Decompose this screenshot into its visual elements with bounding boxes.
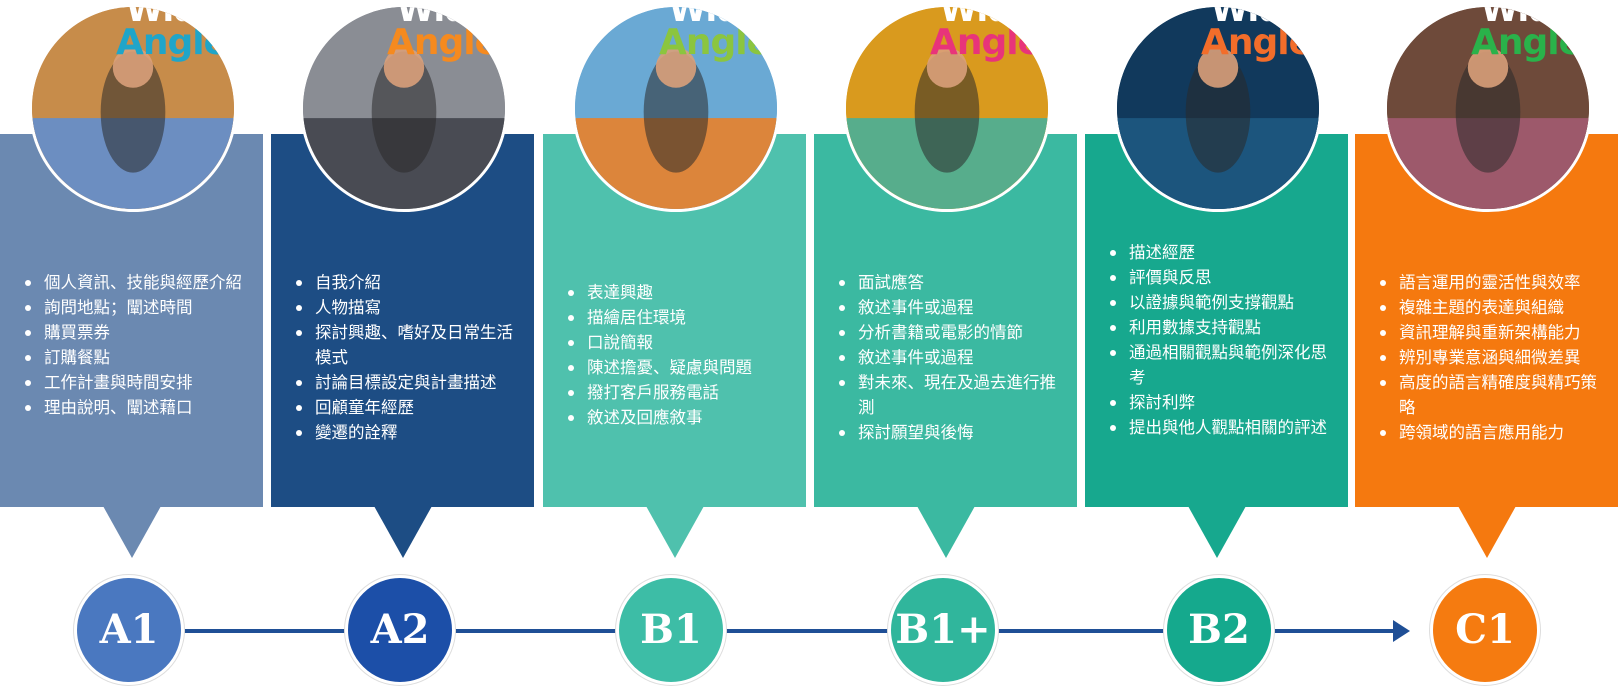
logo-word-top: Wide xyxy=(1211,4,1305,30)
skill-list-item: 對未來、現在及過去進行推測 xyxy=(839,370,1067,420)
skill-list-item: 變遷的詮釋 xyxy=(296,420,524,445)
skill-list-item: 跨領域的語言應用能力 xyxy=(1380,420,1608,445)
logo-word-top: Wide xyxy=(940,4,1034,30)
skill-list-item: 通過相關觀點與範例深化思考 xyxy=(1110,340,1338,390)
level-column-b2: 描述經歷評價與反思以證據與範例支撐觀點利用數據支持觀點通過相關觀點與範例深化思考… xyxy=(1085,0,1348,560)
skill-list-item: 撥打客戶服務電話 xyxy=(568,380,796,405)
cover-photo-scene xyxy=(32,7,234,209)
skill-list-item: 口說簡報 xyxy=(568,330,796,355)
skill-list-item: 高度的語言精確度與精巧策略 xyxy=(1380,370,1608,420)
skill-list-item: 理由說明、闡述藉口 xyxy=(25,395,253,420)
skill-list-item: 語言運用的靈活性與效率 xyxy=(1380,270,1608,295)
logo-word-bottom: Angle xyxy=(387,22,499,63)
logo-word-bottom: Angle xyxy=(1471,22,1583,63)
logo-word-bottom: Angle xyxy=(116,22,228,63)
skill-list-item: 探討願望與後悔 xyxy=(839,420,1067,445)
logo-word-top: Wide xyxy=(126,4,220,30)
skill-list: 語言運用的靈活性與效率複雜主題的表達與組織資訊理解與重新架構能力辨別專業意涵與細… xyxy=(1377,270,1608,445)
skill-list-item: 探討興趣、嗜好及日常生活模式 xyxy=(296,320,524,370)
skill-list-item: 討論目標設定與計畫描述 xyxy=(296,370,524,395)
level-badge: B2 xyxy=(1164,575,1274,685)
skill-list-item: 分析書籍或電影的情節 xyxy=(839,320,1067,345)
skill-list-item: 面試應答 xyxy=(839,270,1067,295)
logo-word-top: Wide xyxy=(397,4,491,30)
skill-list-item: 人物描寫 xyxy=(296,295,524,320)
skill-list-item: 表達興趣 xyxy=(568,280,796,305)
skill-list-item: 敘述事件或過程 xyxy=(839,345,1067,370)
skill-list-item: 辨別專業意涵與細微差異 xyxy=(1380,345,1608,370)
level-column-c1: 語言運用的靈活性與效率複雜主題的表達與組織資訊理解與重新架構能力辨別專業意涵與細… xyxy=(1355,0,1618,560)
skill-list-item: 個人資訊、技能與經歷介紹 xyxy=(25,270,253,295)
cover-photo-scene xyxy=(1117,7,1319,209)
panel-pointer xyxy=(917,506,975,558)
cover-photo-scene xyxy=(1387,7,1589,209)
logo-word-bottom: Angle xyxy=(930,22,1042,63)
skill-list-item: 描述經歷 xyxy=(1110,240,1338,265)
panel-pointer xyxy=(1188,506,1246,558)
logo-word-bottom: Angle xyxy=(1201,22,1313,63)
level-column-b1: 表達興趣描繪居住環境口說簡報陳述擔憂、疑慮與問題撥打客戶服務電話敘述及回應敘事 W… xyxy=(543,0,806,560)
skill-list-item: 提出與他人觀點相關的評述 xyxy=(1110,415,1338,440)
skill-list-item: 購買票券 xyxy=(25,320,253,345)
panel-pointer xyxy=(103,506,161,558)
skill-list-item: 以證據與範例支撐觀點 xyxy=(1110,290,1338,315)
logo-word-bottom: Angle xyxy=(659,22,771,63)
skill-list-item: 複雜主題的表達與組織 xyxy=(1380,295,1608,320)
skill-list-item: 回顧童年經歷 xyxy=(296,395,524,420)
skill-list-item: 工作計畫與時間安排 xyxy=(25,370,253,395)
logo-word-top: Wide xyxy=(1481,4,1575,30)
logo-word-top: Wide xyxy=(669,4,763,30)
skill-list-item: 訂購餐點 xyxy=(25,345,253,370)
timeline-line xyxy=(160,629,1400,633)
skill-list-item: 詢問地點；闡述時間 xyxy=(25,295,253,320)
skill-list-item: 陳述擔憂、疑慮與問題 xyxy=(568,355,796,380)
cover-photo-scene xyxy=(575,7,777,209)
skill-list-item: 資訊理解與重新架構能力 xyxy=(1380,320,1608,345)
level-column-a1: 個人資訊、技能與經歷介紹詢問地點；闡述時間購買票券訂購餐點工作計畫與時間安排理由… xyxy=(0,0,263,560)
level-badge: B1 xyxy=(616,575,726,685)
level-badge: B1+ xyxy=(888,575,998,685)
panel-pointer xyxy=(1458,506,1516,558)
skill-list-item: 評價與反思 xyxy=(1110,265,1338,290)
level-column-b1plus: 面試應答敘述事件或過程分析書籍或電影的情節敘述事件或過程對未來、現在及過去進行推… xyxy=(814,0,1077,560)
skill-list-item: 自我介紹 xyxy=(296,270,524,295)
skill-list-item: 利用數據支持觀點 xyxy=(1110,315,1338,340)
level-badge: A1 xyxy=(74,575,184,685)
skill-list: 表達興趣描繪居住環境口說簡報陳述擔憂、疑慮與問題撥打客戶服務電話敘述及回應敘事 xyxy=(565,280,796,430)
panel-pointer xyxy=(646,506,704,558)
timeline-arrowhead xyxy=(1393,620,1410,642)
skill-list-item: 描繪居住環境 xyxy=(568,305,796,330)
cover-photo-scene xyxy=(846,7,1048,209)
level-badge: C1 xyxy=(1430,575,1540,685)
skill-list-item: 敘述事件或過程 xyxy=(839,295,1067,320)
skill-list: 個人資訊、技能與經歷介紹詢問地點；闡述時間購買票券訂購餐點工作計畫與時間安排理由… xyxy=(22,270,253,420)
level-badge: A2 xyxy=(345,575,455,685)
skill-list: 描述經歷評價與反思以證據與範例支撐觀點利用數據支持觀點通過相關觀點與範例深化思考… xyxy=(1107,240,1338,440)
skill-list-item: 探討利弊 xyxy=(1110,390,1338,415)
skill-list: 面試應答敘述事件或過程分析書籍或電影的情節敘述事件或過程對未來、現在及過去進行推… xyxy=(836,270,1067,445)
skill-list-item: 敘述及回應敘事 xyxy=(568,405,796,430)
level-column-a2: 自我介紹人物描寫探討興趣、嗜好及日常生活模式討論目標設定與計畫描述回顧童年經歷變… xyxy=(271,0,534,560)
cover-photo-scene xyxy=(303,7,505,209)
panel-pointer xyxy=(374,506,432,558)
skill-list: 自我介紹人物描寫探討興趣、嗜好及日常生活模式討論目標設定與計畫描述回顧童年經歷變… xyxy=(293,270,524,445)
